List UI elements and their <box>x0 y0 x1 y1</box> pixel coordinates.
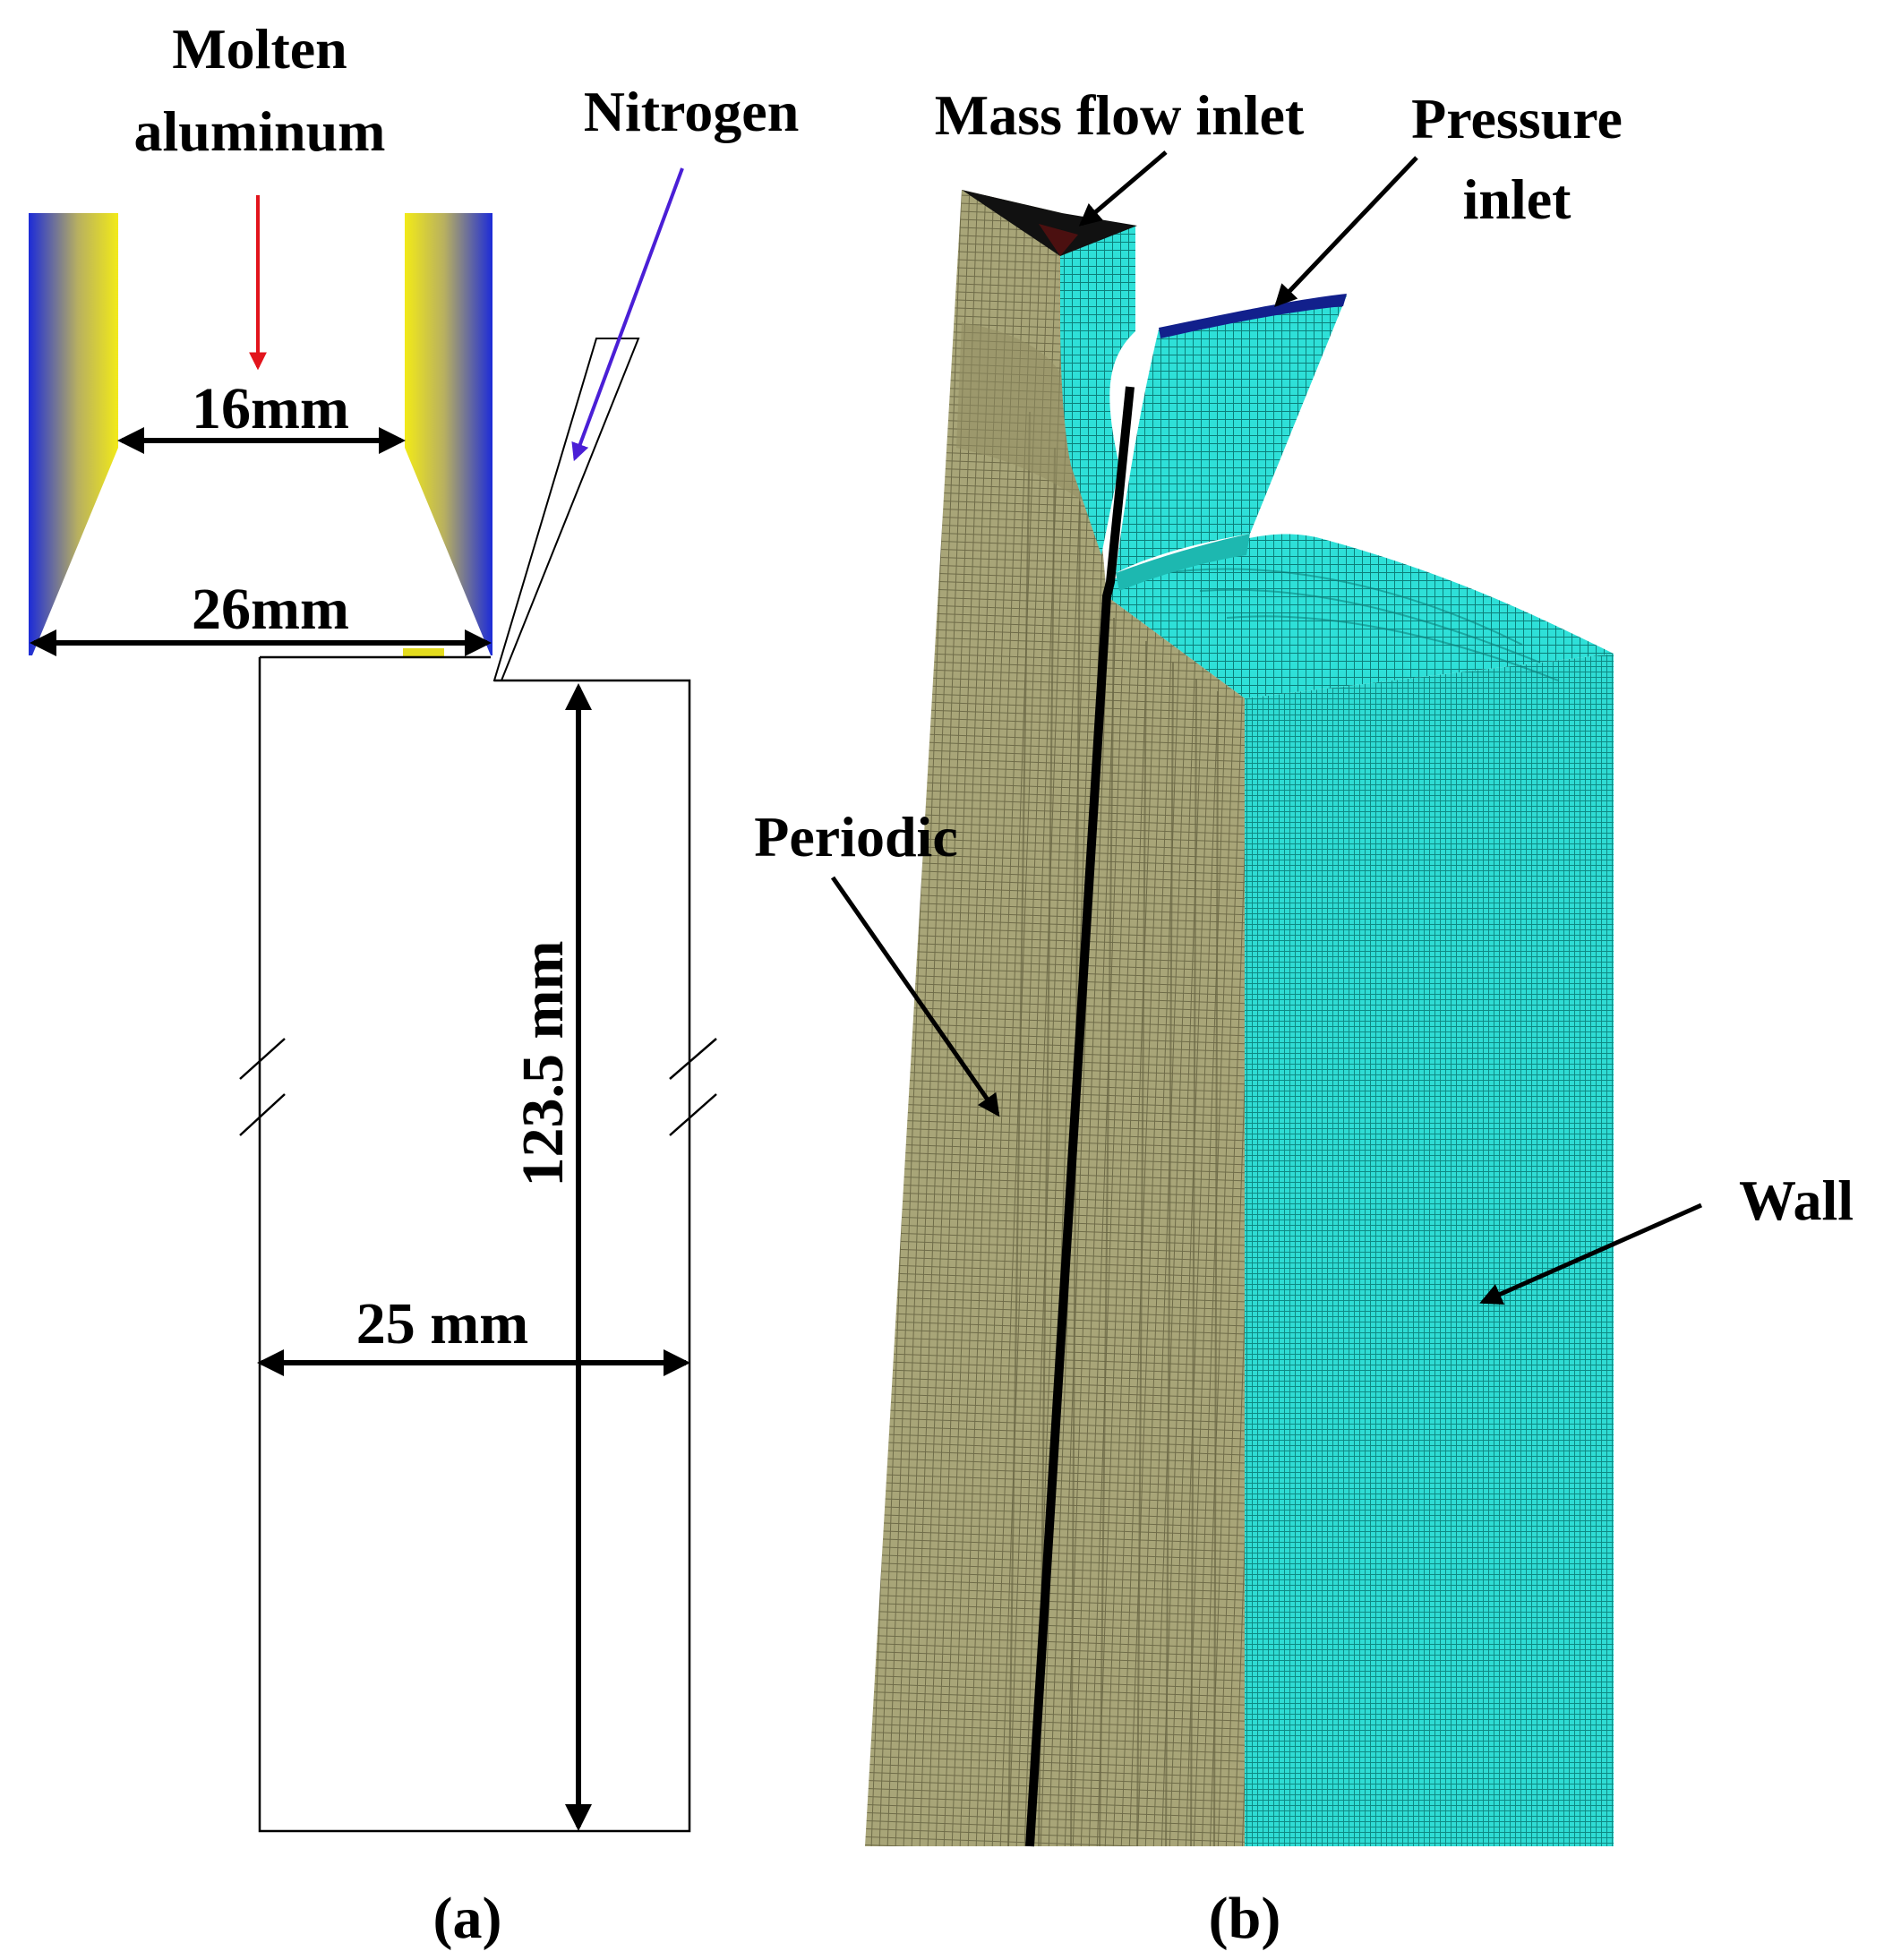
nitrogen-slot <box>492 338 640 681</box>
pressure-inlet-label-line2: inlet <box>1463 167 1572 231</box>
periodic-arrow <box>830 876 1000 1117</box>
mass-flow-inlet-face <box>962 190 1137 256</box>
wall-label: Wall <box>1739 1168 1854 1232</box>
break-mark-right <box>669 1038 717 1136</box>
nitrogen-label: Nitrogen <box>584 80 800 143</box>
pressure-inlet-band <box>1159 294 1347 338</box>
panel-b: Mass flow inlet Pressure inlet Periodic … <box>754 83 1854 1951</box>
periodic-surface <box>865 190 1245 1846</box>
panel-a: Molten aluminum Nitrogen 16mm 26mm 123.5… <box>29 17 799 1951</box>
nozzle-cyan-face <box>1060 226 1135 555</box>
pressure-inlet-arrow <box>1274 156 1418 308</box>
pressure-wing-base <box>1116 534 1250 591</box>
nozzle-right-wall <box>405 213 492 655</box>
chamber-width-label: 25 mm <box>356 1291 528 1357</box>
throat-width-label: 16mm <box>192 376 349 441</box>
gas-slot-line <box>1025 386 1135 1847</box>
panel-a-caption: (a) <box>433 1886 502 1951</box>
chamber-outline <box>258 655 691 1833</box>
gas-flow-arrow <box>571 167 684 462</box>
periodic-strips <box>1007 411 1219 1847</box>
outlet-width-label: 26mm <box>192 577 349 642</box>
mass-flow-inlet-arrow <box>1078 150 1168 227</box>
nozzle-right-tip <box>403 648 444 657</box>
molten-label-line2: aluminum <box>134 99 386 163</box>
wall-arrow <box>1479 1203 1703 1305</box>
mass-flow-inlet-label: Mass flow inlet <box>935 83 1305 147</box>
panel-b-caption: (b) <box>1209 1886 1281 1951</box>
pressure-inlet-label-line1: Pressure <box>1411 87 1623 150</box>
periodic-band-upper <box>956 322 1083 501</box>
wall-surface <box>1245 654 1614 1846</box>
break-mark-left <box>239 1038 286 1136</box>
pressure-inlet-wing <box>1116 295 1347 573</box>
periodic-label: Periodic <box>754 805 957 869</box>
molten-label-line1: Molten <box>172 17 347 81</box>
top-curved-face-rings <box>1163 568 1559 681</box>
top-curved-face <box>1107 534 1614 698</box>
chamber-height-label: 123.5 mm <box>510 941 576 1187</box>
mass-flow-inlet-accent <box>1039 224 1078 256</box>
nozzle-left-wall <box>29 213 118 655</box>
